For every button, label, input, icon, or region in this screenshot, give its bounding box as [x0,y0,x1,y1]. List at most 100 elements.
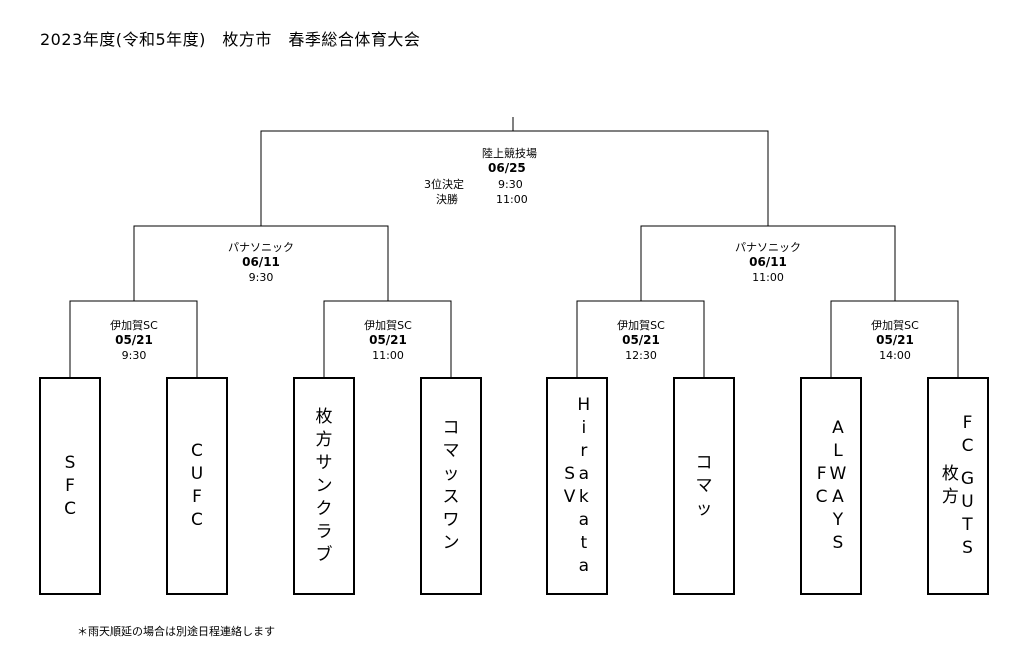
team-name-char: U [961,492,974,512]
match-date: 06/11 [242,255,280,269]
team-name-char: S [564,464,575,484]
match-venue: 伊加賀SC [364,319,412,332]
team-name-char: T [962,515,973,535]
bracket-line [69,300,198,377]
match-venue: 伊加賀SC [871,319,919,332]
match-venue: パナソニック [735,241,801,254]
team-name-char: マ [695,475,713,496]
final-venue: 陸上競技場 [482,147,537,160]
match-time: 11:00 [752,271,784,284]
team-name-char: ブ [315,544,333,565]
bracket-line [640,225,896,301]
team-name: コマッスワン [443,417,460,555]
match-venue: 伊加賀SC [110,319,158,332]
footnote: ＊雨天順延の場合は別途日程連絡します [77,625,275,638]
team-name-char: t [580,533,588,553]
match-venue: 伊加賀SC [617,319,665,332]
team-box: コマッスワン [420,377,482,595]
team-name-char: a [578,556,590,576]
quarterfinal-info: 伊加賀SC 05/21 9:30 [110,318,158,363]
team-name-char: F [816,464,827,484]
team-name-char: サ [315,452,333,473]
team-name-char: H [577,395,591,415]
team-name-char: U [190,464,204,484]
final-label: 決勝 [436,193,458,206]
match-date: 05/21 [369,333,407,347]
match-time: 12:30 [625,349,657,362]
quarterfinal-info: 伊加賀SC 05/21 12:30 [617,318,665,363]
match-time: 9:30 [121,349,147,362]
team-name-char: ク [315,498,333,519]
team-name-char: L [833,441,843,461]
team-name-char: ラ [315,521,333,542]
team-name-char: G [960,469,975,489]
team-name-char: a [578,464,590,484]
match-time: 9:30 [248,271,274,284]
team-name-char: A [832,487,844,507]
team-name-char: F [962,413,973,433]
team-name-char: a [578,510,590,530]
semifinal-info: パナソニック 06/11 11:00 [735,240,801,285]
team-name: 枚方サンクラブ [316,406,333,567]
team-name-char: ス [442,487,460,507]
team-name-char: 枚 [941,464,959,484]
team-name-char: コ [442,418,460,438]
team-name-char: C [191,510,203,530]
page-title: 2023年度(令和5年度) 枚方市 春季総合体育大会 [40,30,421,49]
quarterfinal-info: 伊加賀SC 05/21 14:00 [871,318,919,363]
team-name-char: 方 [315,429,333,450]
team-name-char: ッ [442,464,460,484]
match-venue: パナソニック [228,241,294,254]
team-name-char: ン [442,533,460,553]
match-time: 14:00 [879,349,911,362]
quarterfinal-info: 伊加賀SC 05/21 11:00 [364,318,412,363]
bracket-line [576,300,705,377]
bracket-line [830,300,959,377]
team-name-char: C [961,436,974,456]
bracket-line [133,225,389,301]
team-name-char: k [578,487,589,507]
match-date: 05/21 [876,333,914,347]
team-name-char: C [815,487,828,507]
team-box: コマッ [673,377,735,595]
third-place-label: 3位決定 [424,178,464,191]
match-date: 05/21 [115,333,153,347]
team-name-char: r [580,441,588,461]
match-time: 11:00 [372,349,404,362]
team-name-char: ワ [442,510,460,530]
team-name-char: ン [315,475,333,496]
semifinal-info: パナソニック 06/11 9:30 [228,240,294,285]
bracket-line [323,300,452,377]
team-name: 枚方 [942,463,959,509]
team-name: コマッ [696,452,713,521]
team-name-char: F [192,487,202,507]
team-name-char: i [581,418,587,438]
team-name-char: コ [695,452,713,473]
team-name-char: ッ [695,498,713,519]
team-name-char: 枚 [315,406,333,427]
match-date: 05/21 [622,333,660,347]
team-name-char: マ [442,441,460,461]
team-name-char: W [829,464,847,484]
team-name-char: S [832,533,844,553]
team-name-char: A [832,418,844,438]
final-date: 06/25 [488,161,526,175]
team-name-char: Y [832,510,844,530]
team-box: 枚方サンクラブ [293,377,355,595]
team-name-char: F [65,475,75,496]
match-date: 06/11 [749,255,787,269]
team-name-char: S [962,538,973,558]
team-name-char: 方 [941,487,959,507]
final-time: 11:00 [496,193,528,206]
